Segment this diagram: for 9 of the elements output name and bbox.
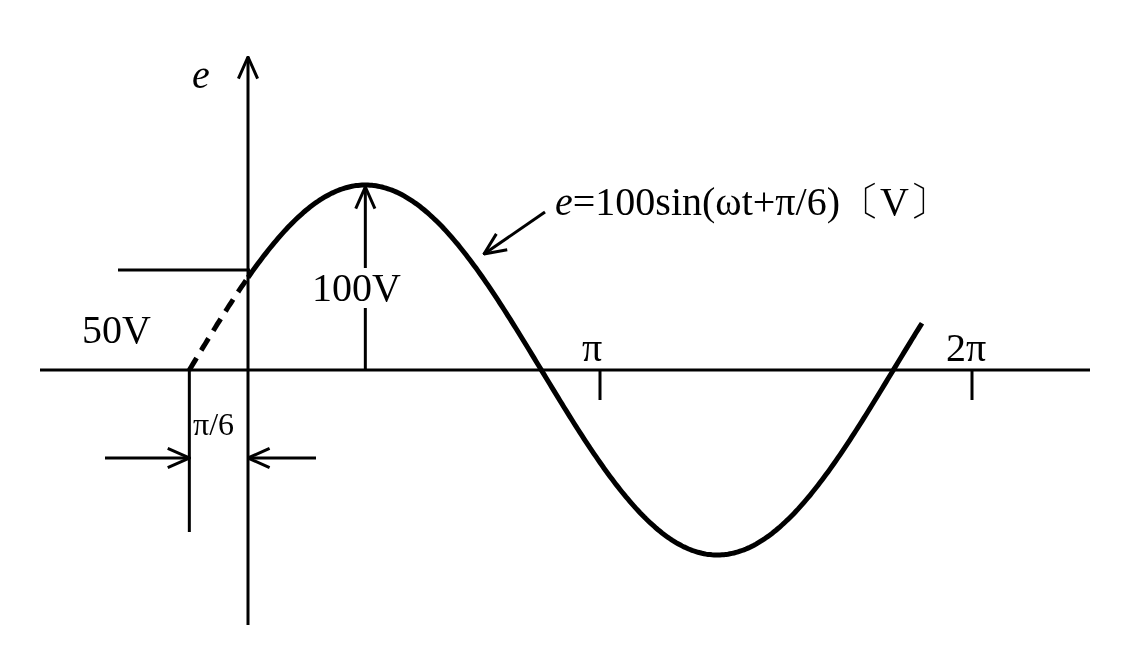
- value-label: 50V: [82, 310, 151, 350]
- sine-curve: [187, 182, 925, 558]
- tick-label: 2π: [946, 328, 987, 368]
- tick-label: π: [582, 328, 603, 368]
- phase-label: π/6: [193, 408, 235, 440]
- formula-label: e=100sin(ωt+π/6)〔V〕: [555, 182, 949, 222]
- value-label: 100V: [312, 268, 401, 308]
- axis-label: e: [192, 55, 210, 95]
- leader-arrow: [482, 210, 546, 256]
